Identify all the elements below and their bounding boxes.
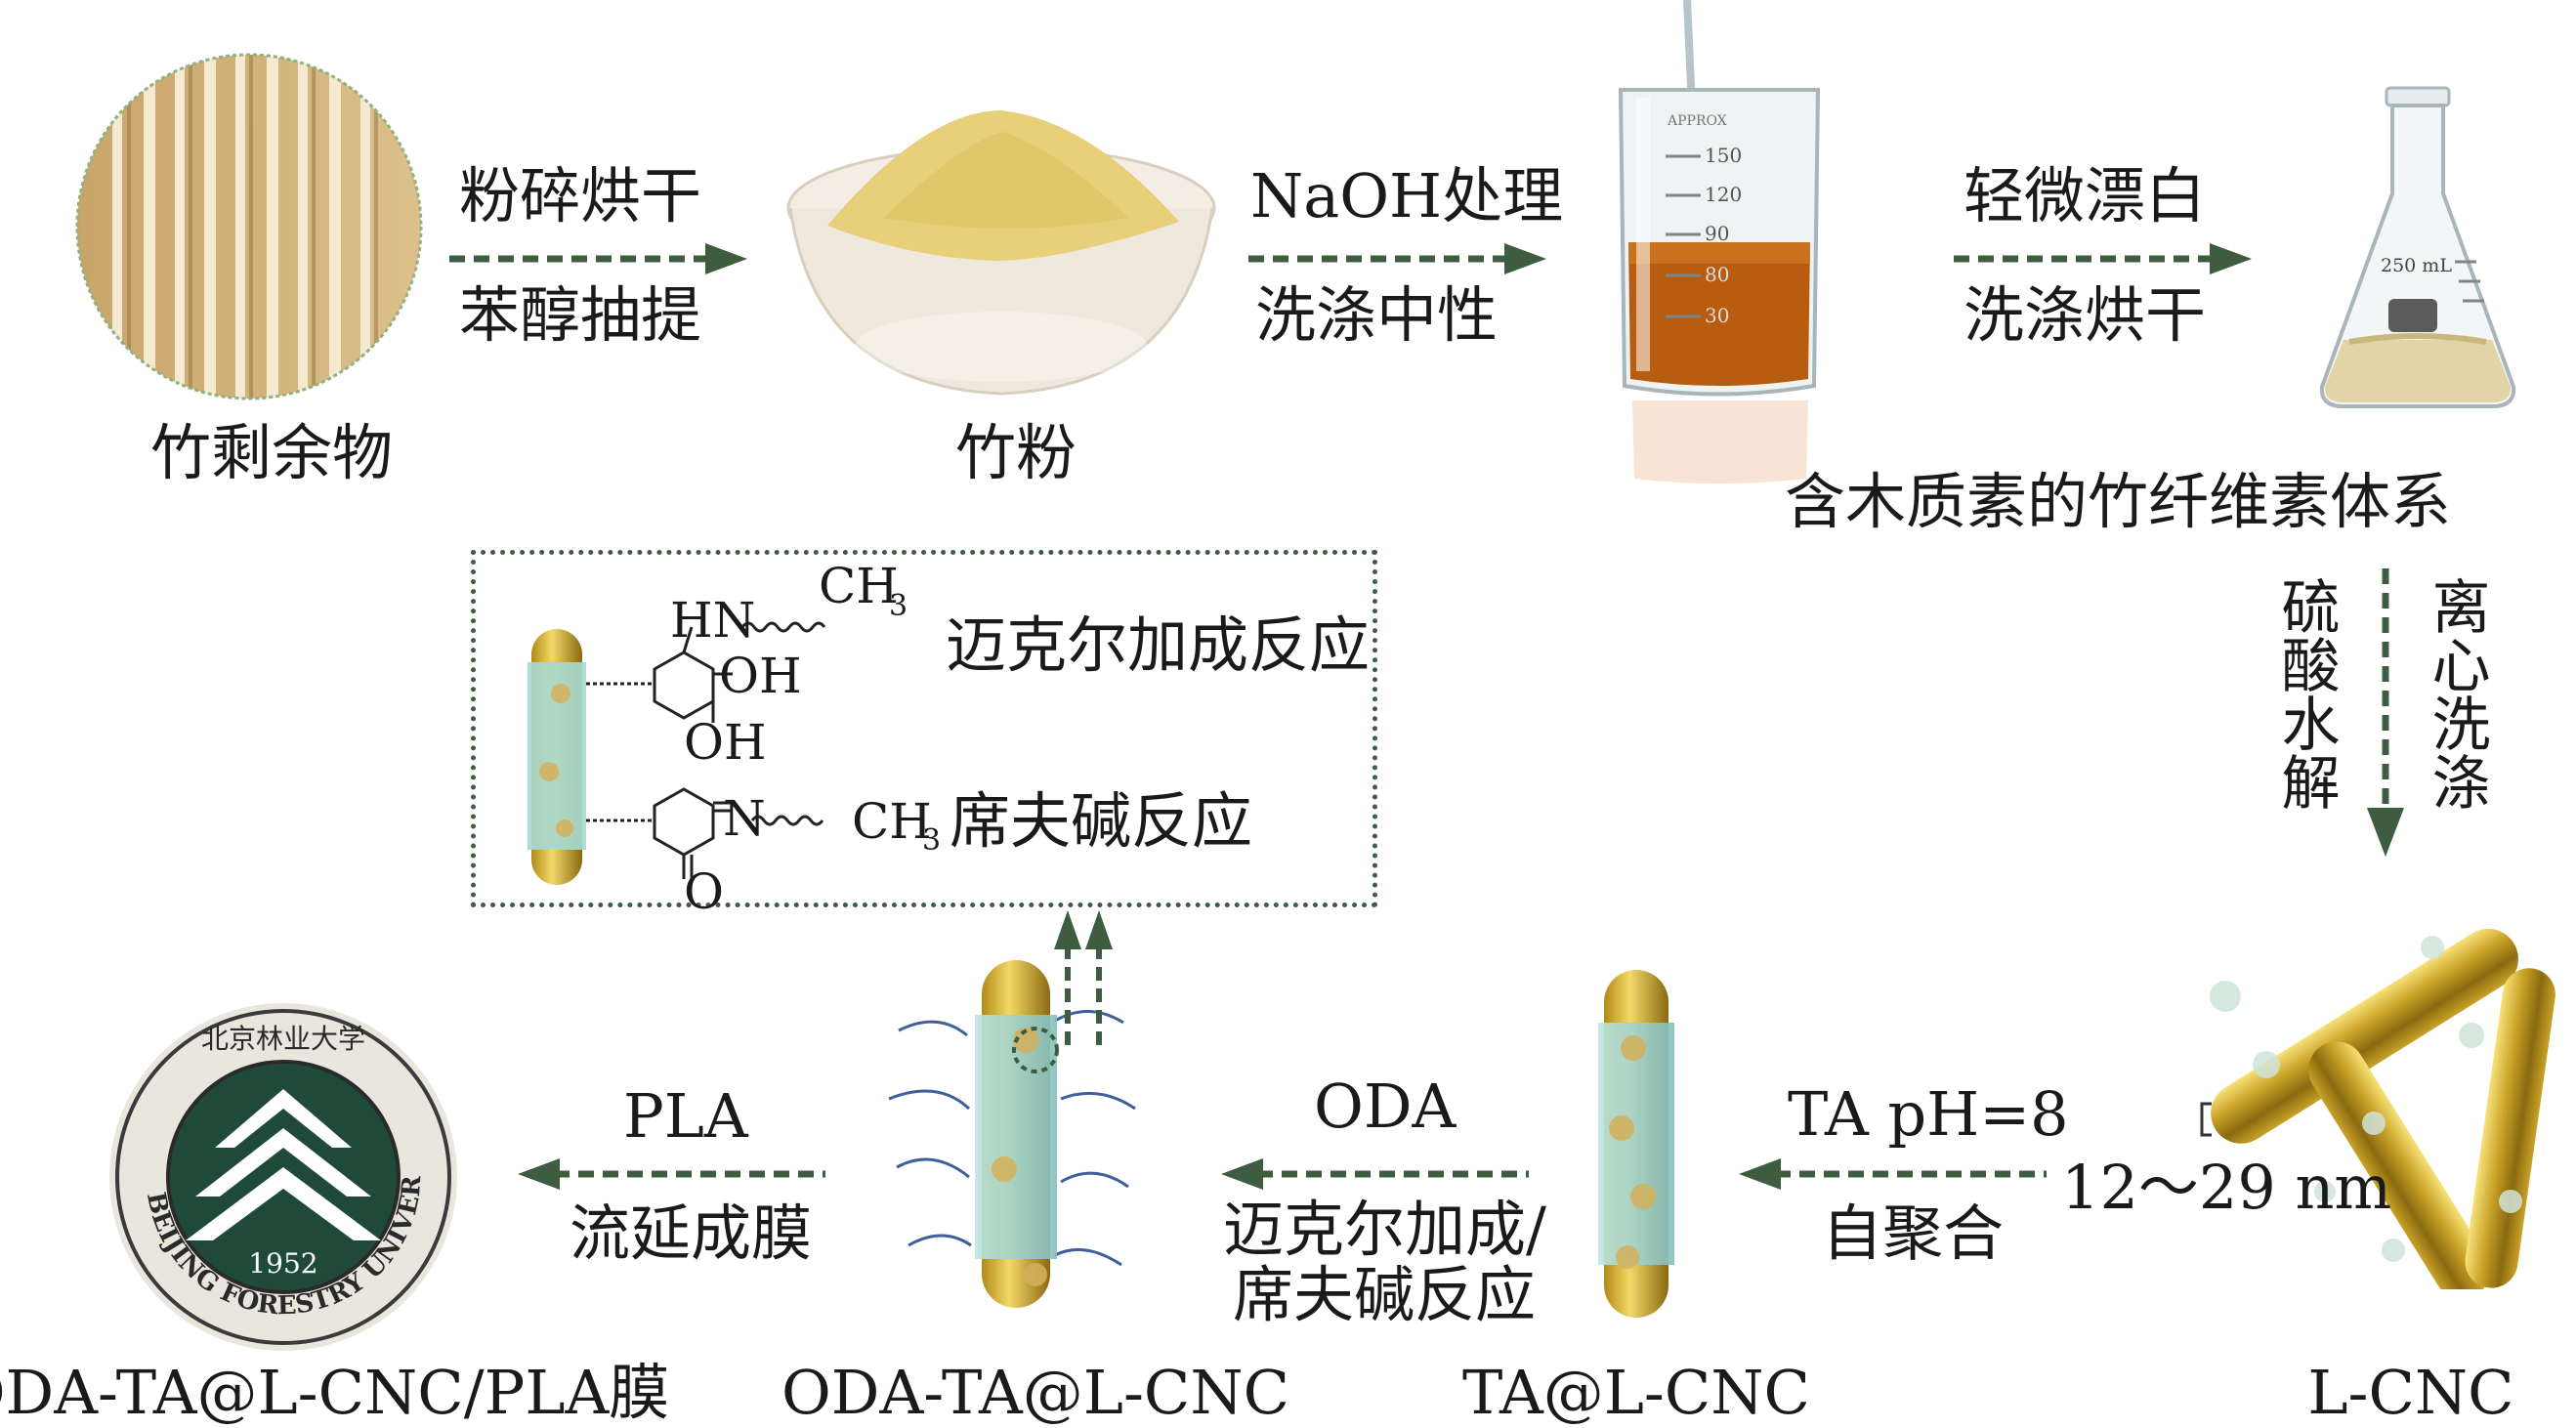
arrow-step3	[1954, 243, 2252, 274]
step3-top-label: 轻微漂白	[1964, 160, 2207, 231]
step4-right-label: 离心洗涤	[2422, 576, 2490, 811]
flask-image: 250 mL	[2319, 86, 2516, 408]
step1-bottom-label: 苯醇抽提	[459, 279, 702, 351]
bamboo-powder-label: 竹粉	[954, 417, 1077, 488]
film-label: ODA-TA@L-CNC/PLA膜	[0, 1357, 670, 1428]
lcnc-image	[2200, 928, 2555, 1289]
chem-n: N	[723, 790, 766, 847]
beaker-mark-80: 80	[1705, 263, 1729, 286]
step7-bottom-label: 流延成膜	[570, 1197, 813, 1269]
flask-volume: 250 mL	[2381, 255, 2452, 276]
step6-bottom1-label: 迈克尔加成/	[1223, 1194, 1546, 1265]
step5-top-label: TA pH=8	[1788, 1078, 2069, 1150]
step2-top-label: NaOH处理	[1250, 160, 1564, 231]
arrow-step6	[1221, 1158, 1529, 1190]
logo-year: 1952	[248, 1247, 317, 1280]
beaker-mark-30: 30	[1705, 304, 1729, 327]
beaker-brand: APPROX	[1667, 113, 1727, 129]
beaker-mark-120: 120	[1705, 183, 1742, 206]
step4-left-label: 硫酸水解	[2271, 576, 2340, 811]
ta-lcnc-label: TA@L-CNC	[1462, 1357, 1810, 1428]
bamboo-powder-image	[786, 110, 1216, 396]
arrow-step5	[1739, 1158, 2047, 1190]
chem-sub3-top: 3	[889, 589, 908, 623]
chem-o: O	[684, 863, 724, 920]
oda-ta-lcnc-rod	[888, 960, 1136, 1308]
chem-ch3-bottom: CH	[852, 793, 932, 850]
arrow-step7	[518, 1158, 825, 1190]
beaker-mark-90: 90	[1705, 222, 1729, 245]
arrow-step4	[2367, 568, 2404, 857]
fiber-system-label: 含木质素的竹纤维素体系	[1784, 466, 2452, 537]
step2-bottom-label: 洗涤中性	[1255, 279, 1499, 351]
oda-ta-lcnc-label: ODA-TA@L-CNC	[781, 1357, 1290, 1428]
chem-oh-2: OH	[684, 714, 767, 771]
step1-top-label: 粉碎烘干	[459, 160, 702, 231]
step6-top-label: ODA	[1314, 1071, 1457, 1142]
step3-bottom-label: 洗涤烘干	[1964, 279, 2207, 351]
ta-lcnc-rod	[1598, 970, 1674, 1318]
reaction-rod	[528, 629, 586, 885]
chem-structures	[586, 621, 826, 879]
step5-bottom-label: 自聚合	[1822, 1197, 2005, 1269]
step6-bottom2-label: 席夫碱反应	[1233, 1259, 1537, 1330]
beaker-image: 150 120 90 80 30 APPROX	[1618, 0, 1821, 483]
bamboo-residue-image	[75, 53, 423, 400]
chem-oh-1: OH	[719, 648, 802, 704]
beaker-mark-150: 150	[1705, 144, 1742, 167]
lcnc-label: L-CNC	[2307, 1357, 2514, 1428]
arrow-step2	[1248, 243, 1546, 274]
reaction-box	[471, 550, 1377, 907]
diameter-label: 12～29 nm	[2061, 1152, 2392, 1223]
chem-sub3-bottom: 3	[922, 823, 942, 858]
michael-reaction-label: 迈克尔加成反应	[946, 609, 1371, 681]
schiff-reaction-label: 席夫碱反应	[950, 785, 1253, 857]
university-logo: 1952 北京林业大学 BEIJING FORESTRY UNIVERSITY	[107, 1001, 457, 1351]
chem-ch3-top: CH	[819, 558, 899, 614]
arrow-step1	[449, 243, 747, 274]
arrow-zoom-up	[1054, 910, 1113, 1045]
bamboo-residue-label: 竹剩余物	[149, 417, 394, 488]
step7-top-label: PLA	[623, 1080, 748, 1152]
logo-chinese: 北京林业大学	[201, 1023, 365, 1055]
chem-hn: HN	[670, 592, 756, 649]
